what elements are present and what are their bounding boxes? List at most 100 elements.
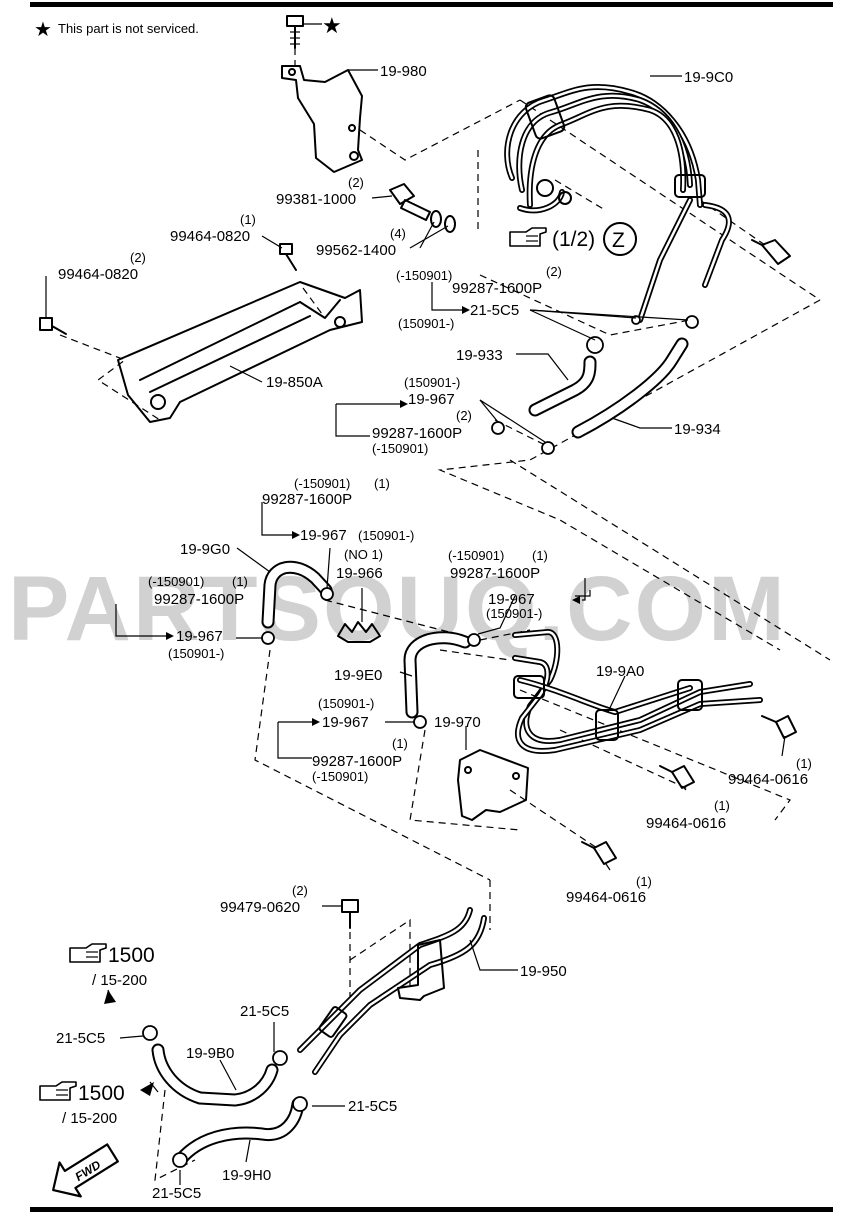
hose-19-934 (571, 337, 689, 439)
clamp-21-5C5-f (292, 1096, 308, 1112)
label-19-9A0: 19-9A0 (596, 663, 644, 680)
bolt-99464-0820-b (39, 317, 67, 335)
label-19-9B0: 19-9B0 (186, 1045, 234, 1062)
pipe-19-9A0 (512, 629, 763, 754)
hose-19-9B0 (151, 1043, 279, 1107)
label-c13-a: 99287-1600P (262, 491, 352, 508)
label-c7: 99287-1600P (452, 280, 542, 297)
star-icon: ★ (34, 17, 52, 41)
label-19-967-c20: 19-967 (322, 714, 369, 731)
label-19-970: 19-970 (434, 714, 481, 731)
label-19-967-upper: 19-967 (408, 391, 455, 408)
ref-page: (1/2) (552, 228, 595, 251)
range-c13-b: (150901-) (358, 528, 414, 543)
fwd-arrow-icon: FWD (52, 1143, 119, 1198)
bolt-99464-0616-b (659, 765, 695, 789)
bolt-99479-0620 (341, 899, 359, 929)
qty-19-966: (NO 1) (344, 547, 383, 562)
range-c16-a: (-150901) (148, 574, 204, 589)
ref-1500-upper[interactable]: 1500 / 15-200 (69, 943, 155, 989)
label-99464-0820-a: 99464-0820 (170, 228, 250, 245)
label-21-5C5-bottom: 21-5C5 (152, 1185, 201, 1202)
qty-99464-0616-a: (1) (796, 756, 812, 771)
label-19-950: 19-950 (520, 963, 567, 980)
bolt-99464-0616-c (581, 841, 617, 865)
not-serviced-note: ★ This part is not serviced. (34, 17, 199, 41)
ref-code: Z (612, 229, 625, 252)
label-21-5C5-right: 21-5C5 (348, 1098, 397, 1115)
label-19-9H0: 19-9H0 (222, 1167, 271, 1184)
label-19-9C0: 19-9C0 (684, 69, 733, 86)
clamp-19-967-b (541, 441, 555, 455)
pointing-hand-icon (509, 227, 547, 247)
range-c16-b: (150901-) (168, 646, 224, 661)
clamp-19-967-f (413, 715, 427, 729)
bolt-right-upper (751, 239, 791, 265)
watermark: PARTSOUQ.COM (8, 558, 787, 660)
label-99562-1400: 99562-1400 (316, 242, 396, 259)
pipe-19-9C0 (504, 83, 732, 323)
washer-2 (444, 215, 456, 233)
bolt-99381-1000 (389, 183, 431, 221)
qty-c13: (1) (374, 476, 390, 491)
label-99464-0616-c: 99464-0616 (566, 889, 646, 906)
clamp-19-967-d (261, 631, 275, 645)
label-19-9G0: 19-9G0 (180, 541, 230, 558)
range-c8: (150901-) (398, 316, 454, 331)
label-c16-a: 99287-1600P (154, 591, 244, 608)
hose-19-9G0 (261, 560, 333, 629)
range-c20-b: (-150901) (312, 769, 368, 784)
label-19-933: 19-933 (456, 347, 503, 364)
qty-99464-0616-c: (1) (636, 874, 652, 889)
label-99381-1000: 99381-1000 (276, 191, 356, 208)
top-border (30, 2, 833, 7)
bracket-19-850A (117, 281, 363, 423)
range-c11-b: (-150901) (372, 441, 428, 456)
hose-19-9E0 (403, 631, 472, 719)
hose-19-9H0 (175, 1097, 305, 1165)
label-19-980: 19-980 (380, 63, 427, 80)
ref-1500-lower[interactable]: 1500 / 15-200 (39, 1081, 125, 1127)
pipe-19-950 (297, 907, 487, 1075)
clamp-21-5C5-a (586, 336, 604, 354)
label-19-9E0: 19-9E0 (334, 667, 382, 684)
bolt-99464-0820-a (279, 243, 297, 271)
qty-c17: (1) (532, 548, 548, 563)
label-19-967-c17: 19-967 (488, 591, 535, 608)
range-c13-a: (-150901) (294, 476, 350, 491)
bolt-top (286, 15, 304, 68)
label-c20-b: 99287-1600P (312, 753, 402, 770)
clamp-21-5C5-g (172, 1152, 188, 1168)
label-c17-a: 99287-1600P (450, 565, 540, 582)
qty-c20: (1) (392, 736, 408, 751)
label-19-934: 19-934 (674, 421, 721, 438)
range-c20-a: (150901-) (318, 696, 374, 711)
clip-19-966 (337, 588, 381, 643)
label-19-967-c13: 19-967 (300, 527, 347, 544)
range-c11-a: (150901-) (404, 375, 460, 390)
ref-page: 1500 (108, 944, 155, 967)
ref-1-2-Z[interactable]: (1/2) Z (509, 222, 637, 256)
range-c17-a: (-150901) (448, 548, 504, 563)
qty-99479-0620: (2) (292, 883, 308, 898)
qty-c7: (2) (546, 264, 562, 279)
qty-99381-1000: (2) (348, 175, 364, 190)
clamp-21-5C5-d (142, 1025, 158, 1041)
bracket-19-980 (281, 65, 363, 173)
clamp-19-967-e (467, 633, 481, 647)
ref-brackets (104, 282, 586, 1096)
ref-code-circle (603, 222, 637, 256)
washer-1 (430, 210, 442, 228)
ref-sub: / 15-200 (92, 972, 147, 989)
label-99464-0616-a: 99464-0616 (728, 771, 808, 788)
label-c11-b: 99287-1600P (372, 425, 462, 442)
qty-99464-0820-a: (1) (240, 212, 256, 227)
qty-99464-0820-b: (2) (130, 250, 146, 265)
star-icon: ★ (322, 14, 342, 39)
label-21-5C5-mid: 21-5C5 (240, 1003, 289, 1020)
note-text: This part is not serviced. (58, 21, 199, 36)
clamp-19-967-c (320, 587, 334, 601)
clamp-19-967-a (491, 421, 505, 435)
label-19-966: 19-966 (336, 565, 383, 582)
